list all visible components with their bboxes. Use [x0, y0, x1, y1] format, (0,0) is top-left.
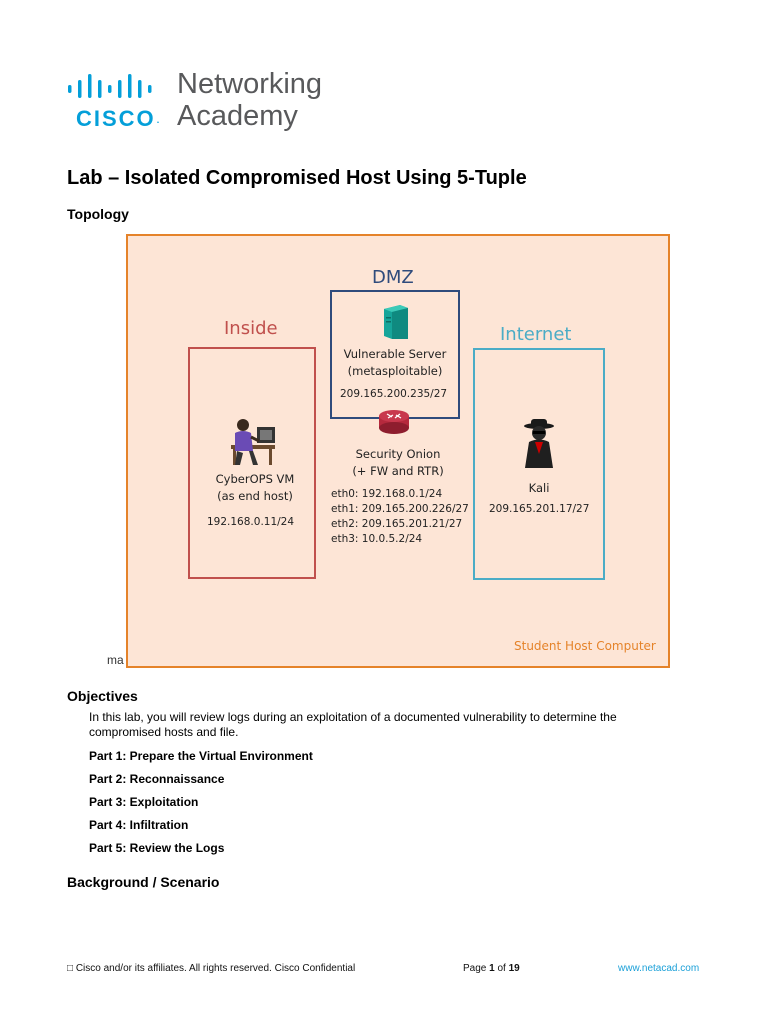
footer-page-number: Page 1 of 19 [463, 963, 520, 974]
footer-link-wrap: www.netacad.com [618, 963, 699, 974]
logo-line-academy: Academy [177, 100, 298, 132]
server-name: Vulnerable Server [343, 347, 447, 361]
internet-zone: Kali 209.165.201.17/27 [473, 348, 605, 580]
server-ip: 209.165.200.235/27 [340, 388, 448, 400]
server-sub: (metasploitable) [347, 364, 443, 378]
objectives-heading: Objectives [67, 688, 138, 704]
router-name: Security Onion [355, 447, 441, 461]
background-heading: Background / Scenario [67, 874, 220, 890]
objective-part-4: Part 4: Infiltration [89, 818, 189, 832]
copyright-icon: □ [67, 963, 74, 974]
cyberops-ip: 192.168.0.11/24 [207, 516, 295, 528]
router-interfaces: eth0: 192.168.0.1/24 eth1: 209.165.200.2… [331, 487, 469, 547]
footer-copyright: □ Cisco and/or its affiliates. All right… [67, 963, 356, 974]
router-interface-eth2: eth2: 209.165.201.21/27 [331, 518, 463, 530]
objective-part-3: Part 3: Exploitation [89, 795, 199, 809]
internet-zone-label: Internet [500, 324, 572, 345]
logo-text: Networking Academy [177, 68, 322, 132]
truncated-text: ma [107, 653, 124, 667]
cyberops-name: CyberOPS VM [215, 472, 295, 486]
cisco-bars-logo-icon [68, 74, 152, 98]
netacad-link[interactable]: www.netacad.com [618, 963, 700, 974]
objective-part-5: Part 5: Review the Logs [89, 841, 225, 855]
dmz-zone-label: DMZ [372, 267, 414, 288]
router-interface-eth1: eth1: 209.165.200.226/27 [331, 503, 469, 515]
dmz-zone: Vulnerable Server (metasploitable) 209.1… [330, 290, 460, 419]
hacker-at-desk-icon [231, 419, 275, 465]
objective-part-2: Part 2: Reconnaissance [89, 772, 225, 786]
security-onion-label: Security Onion (+ FW and RTR) [338, 446, 458, 480]
cyberops-role: (as end host) [217, 489, 293, 503]
router-interface-eth0: eth0: 192.168.0.1/24 [331, 488, 443, 500]
router-interface-eth3: eth3: 10.0.5.2/24 [331, 533, 423, 545]
vulnerable-server-label: Vulnerable Server (metasploitable) [332, 346, 458, 380]
cisco-networking-academy-logo: cisco. Networking Academy [66, 66, 326, 136]
spy-icon [524, 419, 554, 468]
student-host-label: Student Host Computer [514, 639, 656, 653]
router-sub: (+ FW and RTR) [352, 464, 444, 478]
topology-heading: Topology [67, 206, 129, 222]
logo-line-networking: Networking [177, 68, 323, 100]
cisco-wordmark: cisco. [76, 106, 162, 131]
router-icon [379, 410, 409, 434]
inside-zone-label: Inside [224, 318, 278, 339]
topology-diagram: Inside CyberOPS VM (as end host) 192.168… [126, 234, 670, 668]
cyberops-host-label: CyberOPS VM (as end host) [210, 471, 300, 505]
kali-ip: 209.165.201.17/27 [489, 503, 590, 515]
objectives-intro: In this lab, you will review logs during… [89, 710, 617, 739]
document-title: Lab – Isolated Compromised Host Using 5-… [67, 167, 527, 189]
kali-label: Kali [528, 481, 550, 495]
inside-zone: CyberOPS VM (as end host) 192.168.0.11/2… [188, 347, 316, 579]
objective-part-1: Part 1: Prepare the Virtual Environment [89, 749, 313, 763]
server-icon [384, 305, 408, 339]
